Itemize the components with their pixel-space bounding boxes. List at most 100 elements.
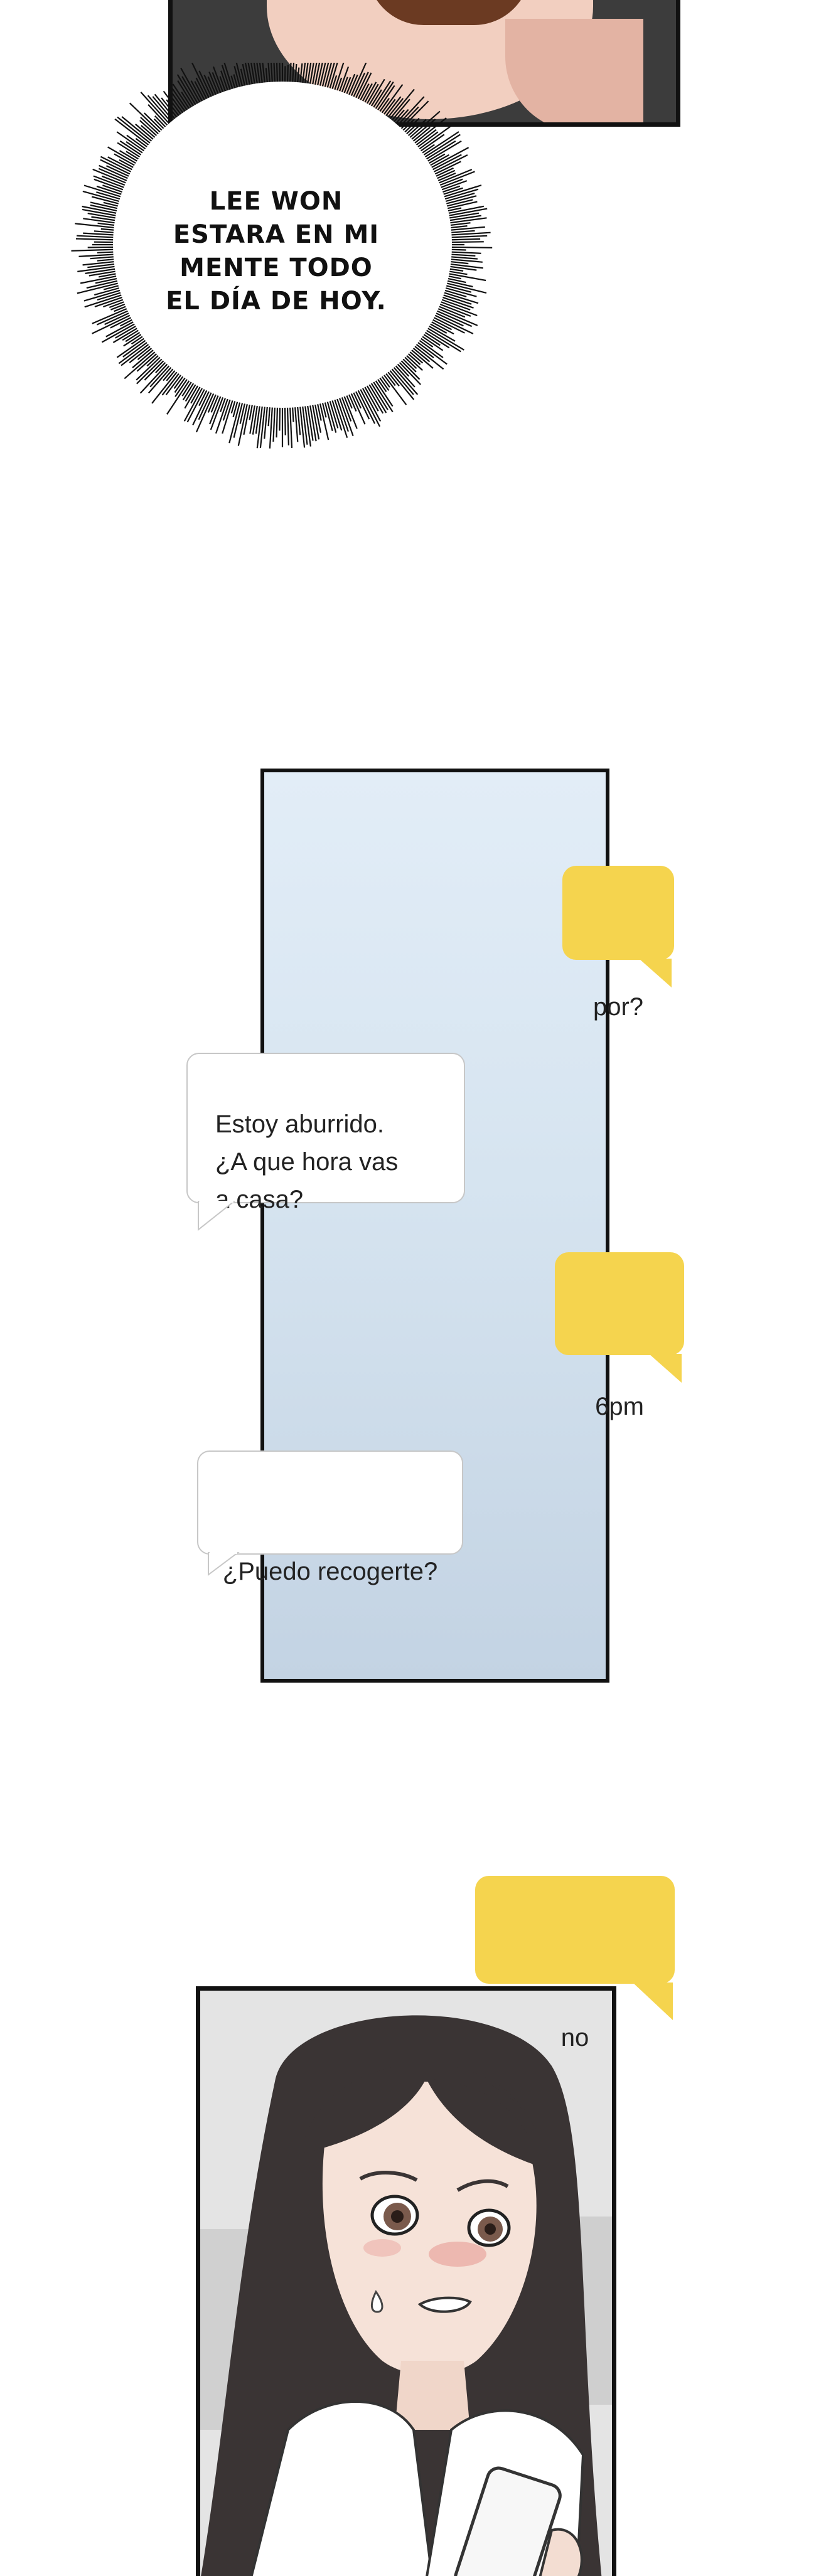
burst-spike [306,401,314,441]
burst-spike [410,117,447,147]
character-illustration [200,1991,612,2576]
burst-spike [446,226,485,232]
burst-spike [390,363,419,395]
burst-spike [446,238,481,241]
burst-spike [77,281,123,294]
burst-spike [294,402,299,442]
burst-spike [82,208,121,218]
burst-spike [101,321,139,343]
burst-spike [181,76,201,109]
burst-spike [269,402,274,449]
burst-spike [147,104,171,130]
burst-spike [440,188,479,201]
burst-spike [388,98,410,125]
burst-spike [250,63,257,89]
burst-spike [77,235,119,238]
burst-spike [421,329,450,349]
burst-spike [441,285,477,297]
burst-spike [222,395,235,434]
burst-spike [289,63,292,87]
burst-spike [82,190,124,204]
burst-spike [168,88,189,116]
burst-spike [413,339,448,365]
burst-spike [313,63,321,90]
burst-spike [104,310,134,326]
burst-spike [441,195,477,206]
burst-spike [355,72,372,104]
burst-spike [105,319,138,338]
burst-spike [395,358,421,385]
burst-spike [286,402,289,445]
burst-spike [93,175,129,190]
burst-spike [368,378,389,410]
burst-spike [117,142,144,161]
burst-spike [446,232,491,236]
burst-spike [348,63,367,101]
burst-spike [415,337,444,358]
burst-spike [215,394,230,434]
burst-spike [444,215,481,222]
burst-spike [80,274,122,284]
burst-spike [427,154,462,173]
burst-spike [119,140,146,159]
burst-spike [279,63,281,87]
chat-bubble-tail [633,1983,673,2020]
burst-spike [122,337,150,358]
burst-spike [355,385,376,424]
burst-spike [318,63,326,91]
character-comic-panel [196,1986,616,2576]
burst-spike [325,63,335,93]
burst-spike [444,272,486,282]
burst-spike [416,134,445,154]
burst-spike [370,377,394,413]
burst-spike [397,356,421,380]
burst-spike [415,125,452,152]
burst-spike [249,400,257,434]
burst-spike [429,154,468,175]
burst-spike [444,212,480,220]
burst-spike [83,184,126,199]
burst-spike [163,90,185,119]
burst-spike [446,235,488,238]
burst-spike [92,312,135,334]
burst-spike [132,346,158,368]
burst-spike [256,402,264,449]
top-comic-panel [168,0,680,127]
burst-spike [446,251,481,254]
burst-spike [71,248,119,252]
burst-spike [90,204,122,213]
burst-spike [372,81,394,114]
chat-bubble-reply: 6pm [555,1252,684,1420]
burst-spike [443,205,485,215]
burst-spike [392,361,416,388]
burst-spike [166,376,193,415]
burst-spike [139,359,171,394]
chat-bubble-tail [208,1552,240,1576]
burst-spike [430,161,461,177]
burst-spike [259,402,266,449]
burst-spike [429,314,465,334]
burst-spike [318,398,330,440]
chat-bubble-text: 6pm [595,1393,644,1420]
burst-spike [435,302,471,317]
burst-spike [90,201,122,210]
burst-spike [147,95,175,126]
burst-spike [96,308,133,326]
burst-spike [432,308,473,327]
burst-spike [407,119,436,143]
burst-spike [136,355,166,385]
chat-bubble-incoming: Estoy aburrido. ¿A que hora vas a casa? [186,1053,465,1213]
burst-spike [330,395,343,431]
burst-spike [92,168,131,186]
burst-spike [100,156,136,175]
burst-spike [264,402,269,439]
burst-spike [85,267,121,274]
burst-spike [445,263,484,269]
burst-spike [442,199,473,208]
burst-spike [129,102,164,136]
burst-spike [380,370,407,405]
burst-spike [328,396,339,428]
burst-spike [184,381,201,409]
burst-spike [325,397,337,433]
burst-spike [337,393,354,437]
